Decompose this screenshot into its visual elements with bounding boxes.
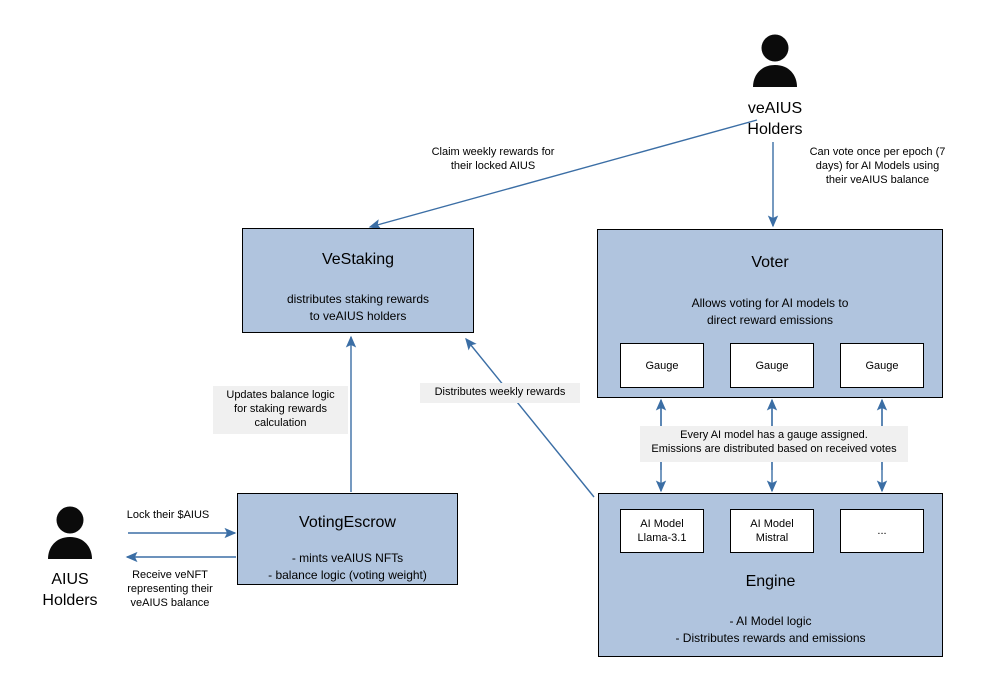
- edge-label-receive-venft: Receive veNFT representing their veAIUS …: [115, 568, 225, 610]
- veaius-holders-label-line1: veAIUS: [747, 100, 803, 117]
- gauge-label: Gauge: [645, 359, 679, 372]
- votingescrow-title: VotingEscrow: [299, 514, 396, 531]
- person-icon: [46, 505, 94, 560]
- voter-sub-line2: direct reward emissions: [706, 313, 834, 327]
- engine-sub-line1: - AI Model logic: [729, 614, 812, 628]
- receive-venft-line3: veAIUS balance: [130, 597, 210, 609]
- gauge-assigned-line1: Every AI model has a gauge assigned.: [680, 429, 868, 441]
- updates-balance-line1: Updates balance logic: [226, 389, 335, 401]
- distributes-weekly-line1: Distributes weekly rewards: [434, 386, 566, 398]
- receive-venft-line1: Receive veNFT: [132, 569, 208, 581]
- engine-sub-line2: - Distributes rewards and emissions: [675, 631, 866, 645]
- ai-model-line1: ...: [877, 525, 887, 537]
- ai-model-box[interactable]: AI Model Mistral: [730, 509, 814, 553]
- aius-holders-label-line1: AIUS: [51, 571, 89, 588]
- vestaking-sub-line2: to veAIUS holders: [309, 309, 407, 323]
- arrow-engine-to-vestaking: [465, 337, 595, 498]
- vote-epoch-line1: Can vote once per epoch (7: [809, 146, 946, 158]
- receive-venft-line2: representing their: [127, 583, 213, 595]
- veaius-holders-label-line2: Holders: [747, 121, 803, 138]
- edge-label-lock-aius: Lock their $AIUS: [108, 508, 228, 522]
- gauge-box[interactable]: Gauge: [620, 343, 704, 388]
- engine-title: Engine: [745, 573, 796, 590]
- ai-model-line1: AI Model: [750, 518, 794, 530]
- ai-model-line1: AI Model: [640, 518, 684, 530]
- node-vestaking[interactable]: VeStaking distributes staking rewards to…: [242, 228, 474, 333]
- aius-holders-label: AIUS Holders: [0, 569, 140, 611]
- gauge-assigned-line2: Emissions are distributed based on recei…: [651, 443, 897, 455]
- aius-holders-label-line2: Holders: [42, 592, 98, 609]
- claim-rewards-line2: their locked AIUS: [450, 160, 536, 172]
- ai-model-line2: Llama-3.1: [637, 532, 687, 544]
- votingescrow-sub-line1: - mints veAIUS NFTs: [291, 551, 404, 565]
- gauge-box[interactable]: Gauge: [840, 343, 924, 388]
- vote-epoch-line2: days) for AI Models using: [815, 160, 940, 172]
- gauge-label: Gauge: [865, 359, 899, 372]
- edge-label-claim-rewards: Claim weekly rewards for their locked AI…: [378, 145, 608, 173]
- edge-label-distributes-weekly: Distributes weekly rewards: [420, 383, 580, 403]
- gauge-label: Gauge: [755, 359, 789, 372]
- vestaking-sub-line1: distributes staking rewards: [286, 292, 430, 306]
- arrow-veaius-to-vestaking: [368, 119, 758, 230]
- edge-label-vote-epoch: Can vote once per epoch (7 days) for AI …: [785, 145, 970, 187]
- claim-rewards-line1: Claim weekly rewards for: [431, 146, 555, 158]
- ai-model-line2: Mistral: [755, 532, 789, 544]
- veaius-holders-label: veAIUS Holders: [705, 98, 845, 140]
- votingescrow-sub-line2: - balance logic (voting weight): [268, 568, 427, 582]
- vote-epoch-line3: their veAIUS balance: [825, 174, 930, 186]
- node-votingescrow[interactable]: VotingEscrow - mints veAIUS NFTs - balan…: [237, 493, 458, 585]
- ai-model-box[interactable]: ...: [840, 509, 924, 553]
- person-icon: [751, 33, 799, 88]
- voter-sub-line1: Allows voting for AI models to: [691, 296, 849, 310]
- voter-title: Voter: [751, 254, 789, 271]
- gauge-box[interactable]: Gauge: [730, 343, 814, 388]
- ai-model-box[interactable]: AI Model Llama-3.1: [620, 509, 704, 553]
- edge-label-updates-balance: Updates balance logic for staking reward…: [213, 386, 348, 434]
- vestaking-title: VeStaking: [321, 251, 395, 268]
- lock-aius-line1: Lock their $AIUS: [126, 509, 210, 521]
- updates-balance-line3: calculation: [254, 417, 307, 429]
- edge-label-gauge-assigned: Every AI model has a gauge assigned. Emi…: [640, 426, 908, 462]
- updates-balance-line2: for staking rewards: [234, 403, 327, 415]
